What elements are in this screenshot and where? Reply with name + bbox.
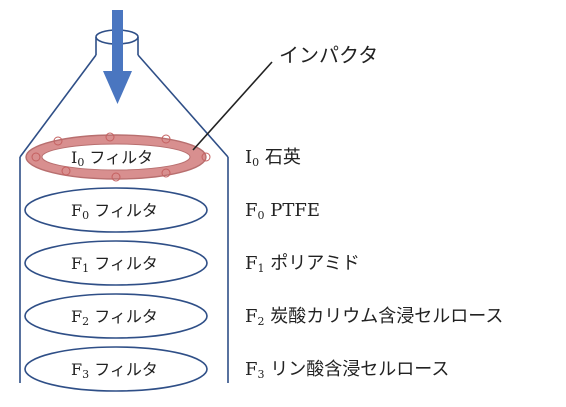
inlet-funnel <box>19 29 229 383</box>
impactor-inner-plate <box>41 143 191 171</box>
filter-disc-outline <box>24 240 208 286</box>
impactor-nozzle-hole <box>201 152 211 162</box>
filter-disc-i0: I0 フィルタ <box>25 132 211 182</box>
impactor-nozzle-hole <box>161 168 171 178</box>
filter-disc-outline <box>24 293 208 339</box>
disc-label: I0 フィルタ <box>71 148 153 169</box>
disc-label: F2 フィルタ <box>71 307 158 328</box>
disc-label: F3 フィルタ <box>71 360 158 381</box>
filter-disc-f3: F3 フィルタ <box>24 346 208 392</box>
impactor-nozzle-hole <box>53 136 63 146</box>
funnel-left-side <box>19 54 97 158</box>
impactor-callout: インパクタ <box>192 43 378 151</box>
filter-disc-f0: F0 フィルタ <box>24 187 208 233</box>
airflow-arrow-icon <box>103 10 132 104</box>
filter-discs: I0 フィルタ F0 フィルタ F1 フィルタ F2 フィルタ F3 フィルタ <box>24 132 211 392</box>
impactor-nozzle-hole <box>111 172 121 182</box>
filter-material-label: F3 リン酸含浸セルロース <box>245 359 449 381</box>
filter-labels: I0 石英 F0 PTFE F1 ポリアミド F2 炭酸カリウム含浸セルロース F3 リ… <box>245 147 503 381</box>
filter-material-label: F1 ポリアミド <box>245 253 360 275</box>
funnel-right-side <box>137 54 229 158</box>
impactor-label: インパクタ <box>279 43 378 67</box>
disc-label: F1 フィルタ <box>71 254 158 275</box>
impactor-nozzle-hole <box>105 132 115 142</box>
impactor-leader-line <box>192 61 273 151</box>
disc-label: F0 フィルタ <box>71 201 158 222</box>
filter-disc-f1: F1 フィルタ <box>24 240 208 286</box>
impactor-nozzle-hole <box>61 166 71 176</box>
filter-disc-f2: F2 フィルタ <box>24 293 208 339</box>
filter-material-label: I0 石英 <box>245 147 301 169</box>
impactor-nozzle-hole <box>161 134 171 144</box>
filter-material-label: F0 PTFE <box>245 200 320 222</box>
filter-material-label: F2 炭酸カリウム含浸セルロース <box>245 306 503 328</box>
filter-disc-outline <box>24 187 208 233</box>
impactor-nozzle-hole <box>31 152 41 162</box>
filter-disc-outline <box>24 346 208 392</box>
